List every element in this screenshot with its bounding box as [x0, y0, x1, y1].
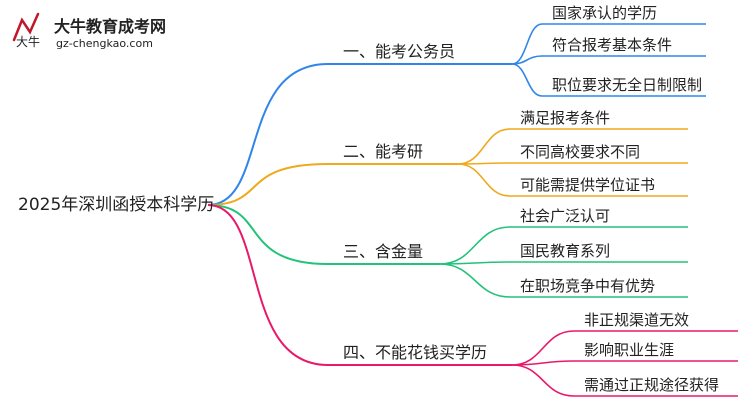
link-root-to-branch-2 — [207, 163, 329, 206]
leaf-2-1-label: 满足报考条件 — [520, 109, 610, 127]
logo-glyph: 大牛 — [16, 34, 40, 49]
link-branch-4-to-leaf-3 — [511, 364, 575, 397]
link-root-to-branch-4 — [207, 204, 329, 366]
logo-url: gz-chengkao.com — [56, 37, 153, 50]
leaf-2-2-label: 不同高校要求不同 — [520, 143, 640, 161]
link-branch-3-to-leaf-1 — [439, 226, 511, 265]
link-branch-3-to-leaf-2 — [439, 261, 511, 265]
branch-1-label: 一、能考公务员 — [343, 42, 455, 61]
logo-title: 大牛教育成考网 — [54, 17, 166, 36]
site-logo[interactable]: 大牛 大牛教育成考网 gz-chengkao.com — [12, 12, 166, 50]
leaf-4-2-label: 影响职业生涯 — [584, 341, 674, 359]
branch-4-label: 四、不能花钱买学历 — [343, 343, 487, 362]
link-branch-2-to-leaf-3 — [457, 163, 511, 197]
leaf-1-3-label: 职位要求无全日制限制 — [552, 76, 702, 94]
leaf-3-1-label: 社会广泛认可 — [520, 207, 610, 225]
branch-2-label: 二、能考研 — [343, 142, 423, 161]
link-branch-2-to-leaf-1 — [457, 128, 511, 165]
mindmap-links — [207, 23, 738, 397]
leaf-3-2-label: 国民教育系列 — [520, 242, 610, 260]
leaf-3-3-label: 在职场竞争中有优势 — [520, 277, 655, 295]
link-branch-4-to-leaf-1 — [511, 330, 575, 366]
root-node-label: 2025年深圳函授本科学历 — [18, 195, 214, 215]
leaf-1-2-label: 符合报考基本条件 — [552, 36, 672, 54]
leaf-4-3-label: 需通过正规途径获得 — [584, 376, 719, 394]
branch-3-label: 三、含金量 — [343, 242, 423, 261]
logo-emblem-icon: 大牛 — [12, 12, 40, 49]
link-root-to-branch-3 — [207, 204, 329, 265]
link-branch-4-to-leaf-2 — [511, 360, 575, 366]
leaf-4-1-label: 非正规渠道无效 — [584, 311, 689, 329]
leaf-1-1-label: 国家承认的学历 — [552, 4, 657, 22]
link-branch-1-to-leaf-3 — [511, 63, 543, 97]
link-branch-1-to-leaf-1 — [511, 23, 543, 65]
link-branch-3-to-leaf-3 — [439, 263, 511, 298]
link-root-to-branch-1 — [207, 63, 329, 206]
leaf-2-3-label: 可能需提供学位证书 — [520, 176, 655, 194]
